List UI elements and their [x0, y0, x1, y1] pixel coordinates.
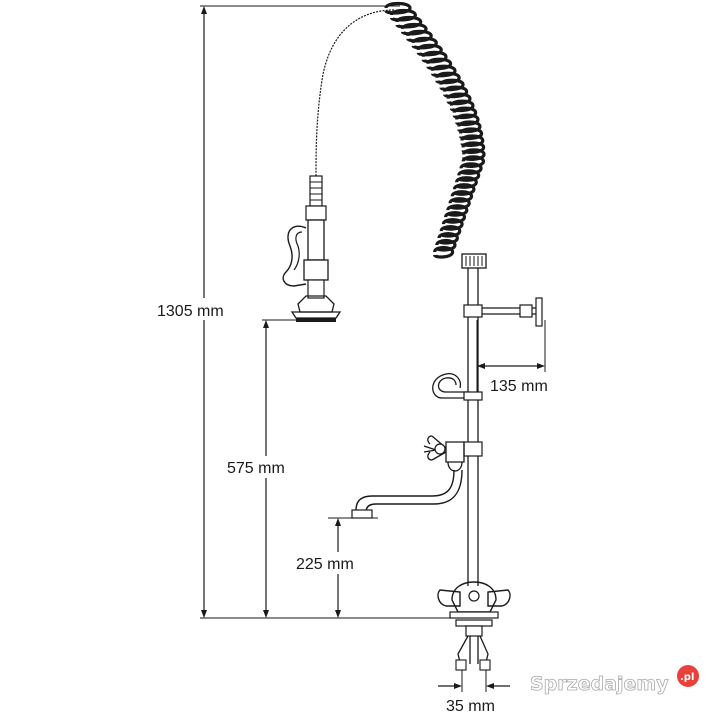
coil-loop	[446, 204, 469, 217]
coil-loop	[452, 183, 476, 196]
spout-valve	[423, 435, 483, 472]
dimension-base-width	[438, 665, 510, 692]
coil-loop	[437, 231, 459, 245]
coil-loop	[455, 176, 478, 189]
mixer-body	[437, 581, 511, 619]
dimension-total-height	[152, 5, 470, 619]
spout-height-label: 225 mm	[296, 556, 354, 573]
coil-loop	[435, 238, 457, 252]
base-width-label: 35 mm	[446, 698, 495, 715]
coil-loop	[450, 190, 474, 203]
watermark-badge-icon	[677, 665, 699, 687]
mounting-shank	[455, 619, 493, 671]
watermark-text: Sprzedajemy	[530, 673, 669, 695]
bracket-offset-label: 135 mm	[490, 378, 548, 395]
watermark-badge: .pl	[680, 672, 694, 683]
swivel-spout	[351, 469, 463, 519]
coil-loop	[433, 245, 455, 259]
spray-height-label: 575 mm	[227, 460, 285, 477]
coil-loop	[457, 169, 481, 182]
riser-pipe	[467, 268, 479, 586]
watermark: Sprzedajemy .pl	[530, 665, 699, 695]
spray-hook	[432, 373, 483, 401]
coil-loop	[461, 155, 486, 168]
coil-loop	[459, 162, 483, 175]
coil-loop	[439, 224, 462, 238]
spray-head	[282, 175, 342, 322]
collar-ridges	[465, 256, 483, 266]
wall-bracket	[463, 297, 543, 327]
total-height-label: 1305 mm	[157, 303, 224, 320]
spray-hose	[315, 9, 395, 179]
coil-loop	[441, 218, 464, 231]
coil-loop	[444, 211, 467, 224]
dimension-bracket-offset	[476, 320, 546, 400]
coil-spring	[384, 1, 486, 259]
dimension-spray-height	[222, 319, 314, 618]
coil-loop	[448, 197, 471, 210]
